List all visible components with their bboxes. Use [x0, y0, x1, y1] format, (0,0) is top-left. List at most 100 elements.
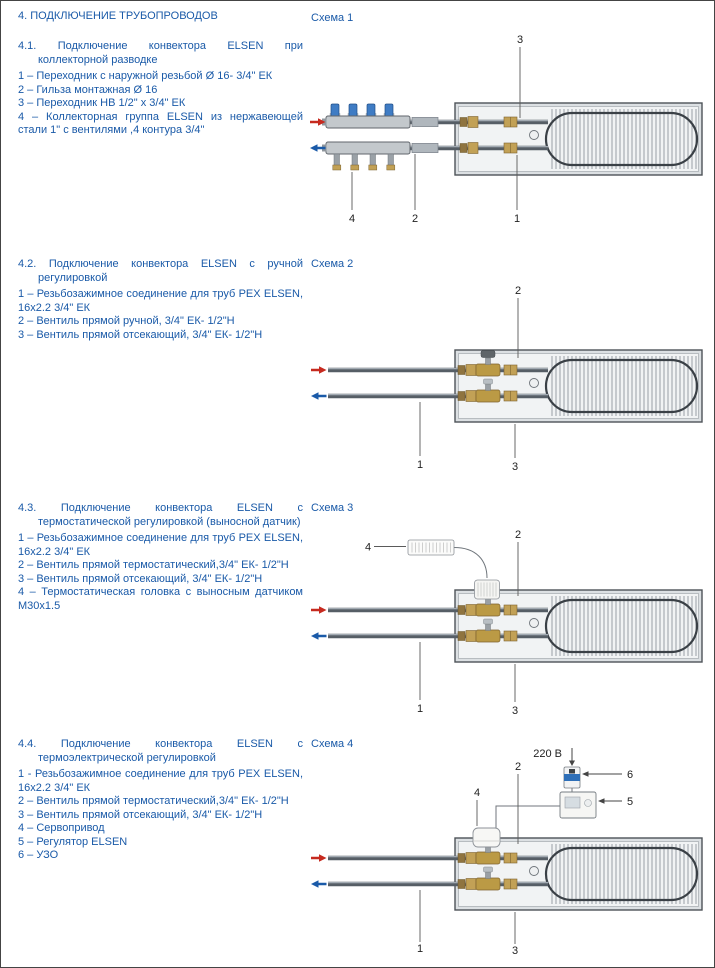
- list-item: 6 – УЗО: [18, 849, 59, 861]
- servo-wire: [495, 805, 560, 828]
- section-4-1-heading: 4.1. Подключение конвектора ELSEN при ко…: [18, 40, 303, 66]
- union-return: [503, 878, 518, 890]
- uzo-toggle: [569, 769, 575, 774]
- schema-2-label: Схема 2: [311, 258, 354, 270]
- schema-4-label: Схема 4: [311, 738, 354, 750]
- schema-4-diagram: 220 В 6 5 4 2 1 3: [311, 748, 704, 957]
- callout-6: 6: [627, 769, 633, 781]
- supply-arrow-icon: [311, 366, 327, 374]
- callout-2: 2: [515, 761, 521, 773]
- air-vent: [529, 866, 539, 876]
- list-item: 4 – Коллекторная группа ELSEN из нержаве…: [18, 110, 303, 137]
- callout-3: 3: [512, 461, 518, 473]
- section-4-3: 4.3. Подключение конвектора ELSEN с терм…: [18, 502, 303, 613]
- section-4-4: 4.4. Подключение конвектора ELSEN с терм…: [18, 738, 303, 863]
- manual-valve-knob: [480, 350, 496, 358]
- schema-2-diagram: 2 1 3: [311, 285, 704, 473]
- pex-connection-supply: [457, 364, 477, 376]
- adapter-nv-supply: [503, 116, 518, 128]
- callout-2: 2: [515, 285, 521, 297]
- callout-3: 3: [517, 34, 523, 46]
- power-arrow-icon: [569, 760, 575, 766]
- convector-body: [453, 348, 704, 424]
- return-manifold-bar: [325, 141, 411, 155]
- callout-1: 1: [514, 213, 520, 225]
- section-4-2: 4.2. Подключение конвектора ELSEN с ручн…: [18, 258, 303, 342]
- callout-5-arrow-icon: [598, 798, 605, 804]
- uzo-band: [564, 774, 580, 781]
- callout-4: 4: [365, 542, 371, 554]
- list-item: 1 – Резьбозажимное соединение для труб P…: [18, 532, 303, 558]
- list-item: 3 – Переходник НВ 1/2" х 3/4" ЕК: [18, 97, 186, 109]
- pex-connection-return: [457, 878, 477, 890]
- sensor-ribs: [411, 542, 451, 553]
- manifold-group: [322, 103, 411, 171]
- callout-3: 3: [512, 945, 518, 957]
- schema-1-diagram: 3 4 2 1: [310, 34, 704, 225]
- remote-sensor: [407, 539, 455, 556]
- return-arrow-icon: [311, 392, 327, 400]
- union-return: [503, 390, 518, 402]
- callout-2: 2: [515, 529, 521, 541]
- union-supply: [503, 364, 518, 376]
- adapter-nv-return: [503, 142, 518, 154]
- list-item: 1 – Резьбозажимное соединение для труб P…: [18, 288, 303, 314]
- convector-body: [453, 101, 704, 177]
- list-item: 3 – Вентиль прямой отсекающий, 3/4" ЕК- …: [18, 808, 263, 821]
- supply-arrow-icon: [311, 854, 327, 862]
- adapter-fitting-supply: [459, 116, 479, 128]
- union-supply: [503, 852, 518, 864]
- list-item: 3 – Вентиль прямой отсекающий, 3/4" ЕК- …: [18, 572, 263, 585]
- section-4-3-heading: 4.3. Подключение конвектора ELSEN с терм…: [18, 502, 303, 528]
- mounting-sleeve-return: [411, 143, 439, 153]
- schema-3-label: Схема 3: [311, 502, 354, 514]
- pex-connection-return: [457, 390, 477, 402]
- air-vent: [529, 618, 539, 628]
- callout-3: 3: [512, 705, 518, 717]
- list-item: 4 – Сервопривод: [18, 822, 105, 834]
- supply-arrow-icon: [311, 606, 327, 614]
- list-item: 2 – Гильза монтажная Ø 16: [18, 83, 158, 96]
- air-vent: [529, 130, 539, 140]
- section-4-2-heading: 4.2. Подключение конвектора ELSEN с ручн…: [18, 258, 303, 284]
- callout-6-arrow-icon: [582, 771, 589, 777]
- callout-2: 2: [412, 213, 418, 225]
- list-item: 2 – Вентиль прямой термостатический,3/4"…: [18, 795, 289, 807]
- air-vent: [529, 378, 539, 388]
- callout-5: 5: [627, 796, 633, 808]
- callout-1: 1: [417, 703, 423, 715]
- list-item: 5 – Регулятор ELSEN: [18, 835, 128, 848]
- pex-connection-return: [457, 630, 477, 642]
- mounting-sleeve-supply: [411, 117, 439, 127]
- capillary-tube: [453, 547, 488, 579]
- union-return: [503, 630, 518, 642]
- list-item: 1 - Резьбозажимное соединение для труб P…: [18, 768, 303, 794]
- return-arrow-icon: [311, 632, 327, 640]
- shutoff-valve-cap: [483, 378, 493, 385]
- flow-meter: [366, 103, 376, 118]
- list-item: 3 – Вентиль прямой отсекающий, 3/4" ЕК- …: [18, 328, 263, 341]
- callout-1: 1: [417, 459, 423, 471]
- schema-3-diagram: 4 2 1 3: [311, 529, 704, 717]
- pex-connection-supply: [457, 852, 477, 864]
- convector-body: [453, 836, 704, 912]
- list-item: 1 – Переходник с наружной резьбой Ø 16- …: [18, 70, 273, 82]
- convector-body: [453, 588, 704, 664]
- callout-4: 4: [474, 787, 480, 799]
- pex-connection-supply: [457, 604, 477, 616]
- section-4-1: 4.1. Подключение конвектора ELSEN при ко…: [18, 40, 303, 138]
- flow-meter: [330, 103, 340, 118]
- list-item: 2 – Вентиль прямой термостатический,3/4"…: [18, 559, 289, 571]
- callout-1: 1: [417, 943, 423, 955]
- regulator-dial: [584, 799, 592, 807]
- union-supply: [503, 604, 518, 616]
- section-4-4-heading: 4.4. Подключение конвектора ELSEN с терм…: [18, 738, 303, 764]
- head-ribs: [477, 582, 497, 597]
- power-label: 220 В: [533, 748, 562, 760]
- shutoff-valve-cap: [483, 618, 493, 625]
- flow-meter: [348, 103, 358, 118]
- return-arrow-icon: [311, 880, 327, 888]
- callout-4: 4: [349, 213, 355, 225]
- adapter-fitting-return: [459, 142, 479, 154]
